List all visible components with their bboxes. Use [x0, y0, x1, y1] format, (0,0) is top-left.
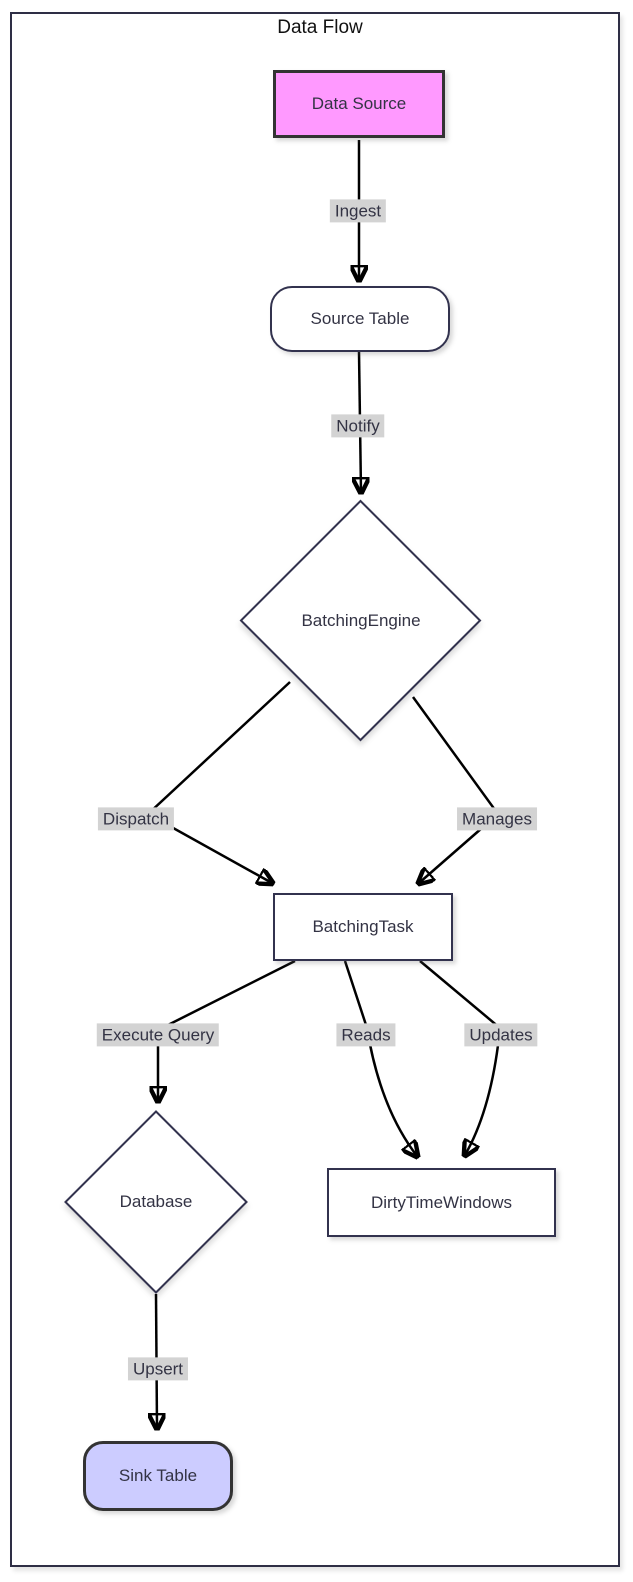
- node-data-source-label: Data Source: [311, 94, 407, 113]
- node-source-table-label: Source Table: [310, 309, 410, 328]
- edge-label-execute-query: Execute Query: [96, 1023, 220, 1047]
- node-batching-engine: BatchingEngine: [239, 499, 482, 742]
- diagram-frame: [10, 12, 620, 1567]
- edge-label-notify: Notify: [331, 414, 385, 438]
- edge-label-upsert: Upsert: [127, 1357, 189, 1381]
- edge-label-updates: Updates: [464, 1023, 538, 1047]
- node-dirty-time-windows-label: DirtyTimeWindows: [370, 1192, 513, 1212]
- node-batching-task-label: BatchingTask: [312, 917, 414, 936]
- edge-updates: [419, 960, 502, 1155]
- node-data-source: Data Source: [273, 70, 445, 138]
- edge-label-manages: Manages: [457, 807, 537, 831]
- node-database-label: Database: [119, 1192, 193, 1211]
- node-database: Database: [64, 1110, 248, 1294]
- edge-label-reads: Reads: [336, 1023, 396, 1047]
- edge-label-ingest: Ingest: [329, 199, 387, 223]
- node-batching-task: BatchingTask: [273, 893, 453, 961]
- node-sink-table-label: Sink Table: [118, 1466, 198, 1485]
- node-source-table: Source Table: [270, 286, 450, 352]
- node-batching-engine-label: BatchingEngine: [301, 611, 421, 630]
- edge-label-dispatch: Dispatch: [97, 807, 175, 831]
- node-sink-table: Sink Table: [83, 1441, 233, 1511]
- node-dirty-time-windows: DirtyTimeWindows: [327, 1168, 556, 1237]
- diagram-title: Data Flow: [277, 17, 363, 38]
- edge-reads: [343, 960, 417, 1156]
